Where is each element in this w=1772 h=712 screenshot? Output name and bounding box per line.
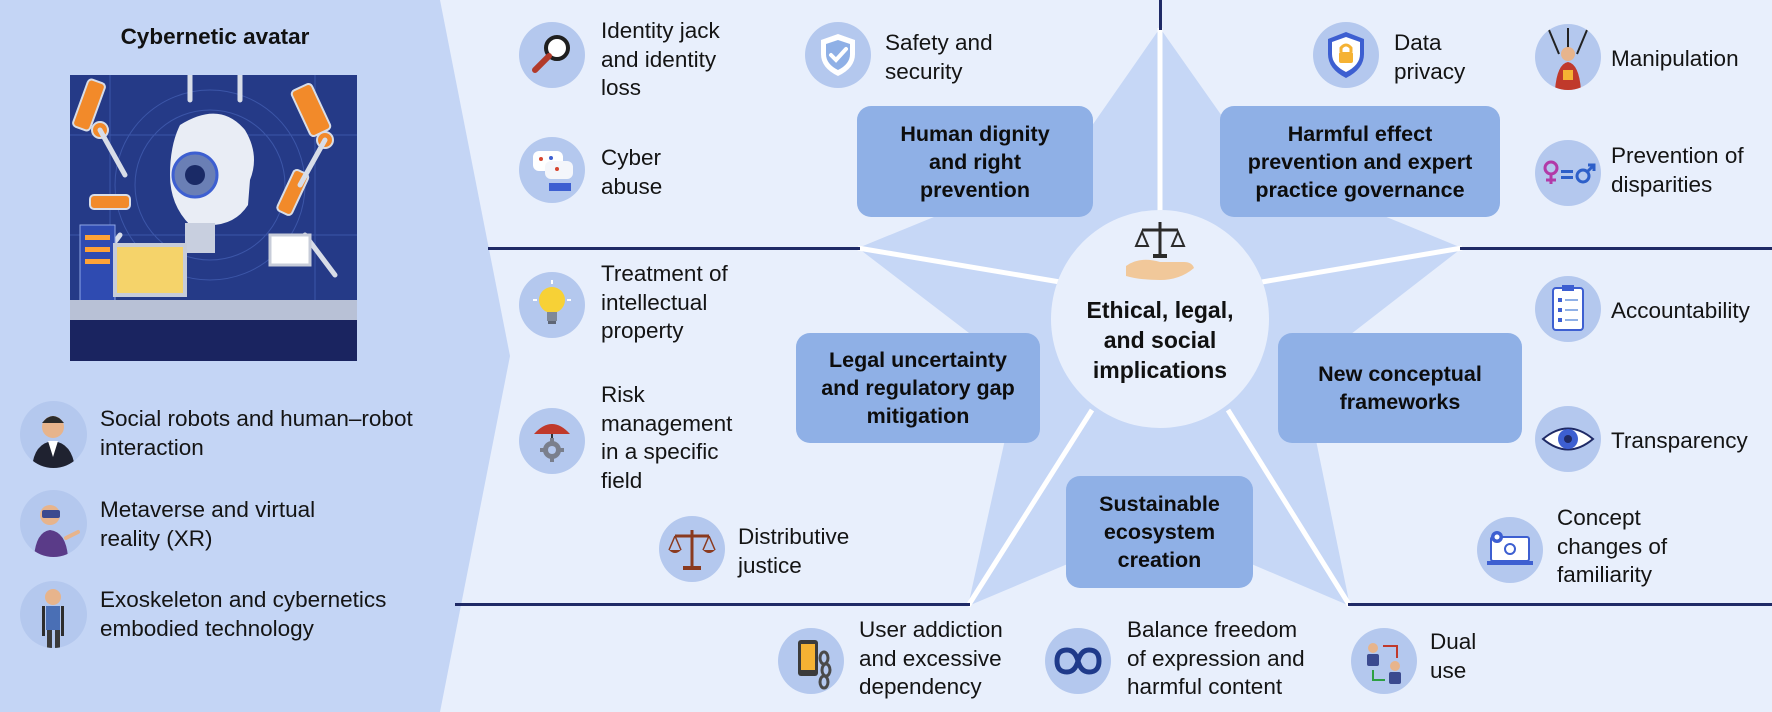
infinity-icon: [1045, 628, 1111, 694]
exoskeleton-person-icon: [20, 581, 87, 648]
item-cyber-abuse: Cyber abuse: [601, 145, 663, 199]
chained-phone-icon: [778, 628, 844, 694]
left-item-exoskeleton: Exoskeleton and cybernetics embodied tec…: [100, 587, 387, 641]
center-label: Ethical, legal, and social implications: [1086, 297, 1234, 383]
vr-headset-person-icon: [20, 490, 87, 557]
magnifier-icon: [519, 22, 585, 88]
item-risk-management: Risk management in a specific field: [601, 382, 733, 493]
item-dual-use: Dual use: [1430, 629, 1477, 683]
balance-scale-icon: [659, 516, 725, 582]
item-identity-jack: Identity jack and identity loss: [601, 18, 720, 100]
bottom-divider-left: [455, 603, 970, 606]
item-data-privacy: Data privacy: [1394, 30, 1466, 84]
item-balance-freedom: Balance freedom of expression and harmfu…: [1127, 617, 1305, 699]
umbrella-gear-icon: [519, 408, 585, 474]
item-user-addiction: User addiction and excessive dependency: [859, 617, 1003, 699]
item-prevention-disparities: Prevention of disparities: [1611, 143, 1744, 197]
category-harmful-effect: Harmful effect prevention and expert pra…: [1220, 106, 1500, 217]
item-concept-changes: Concept changes of familiarity: [1557, 505, 1668, 587]
shield-lock-icon: [1313, 22, 1379, 88]
cybernetic-avatar-illustration: [70, 72, 357, 361]
item-transparency: Transparency: [1611, 428, 1748, 453]
category-new-frameworks: New conceptual frameworks: [1278, 333, 1522, 443]
dual-people-icon: [1351, 628, 1417, 694]
gender-equality-icon: [1535, 140, 1601, 206]
item-intellectual-property: Treatment of intellectual property: [601, 261, 728, 343]
top-divider-vertical: [1159, 0, 1162, 30]
left-mid-divider: [488, 247, 860, 250]
item-accountability: Accountability: [1611, 298, 1750, 323]
puppet-icon: [1535, 24, 1601, 90]
shield-check-icon: [805, 22, 871, 88]
cyber-abuse-icon: [519, 137, 585, 203]
right-mid-divider: [1460, 247, 1772, 250]
left-item-metaverse: Metaverse and virtual reality (XR): [100, 497, 316, 551]
social-robot-person-icon: [20, 401, 87, 468]
item-manipulation: Manipulation: [1611, 46, 1739, 71]
eye-icon: [1535, 406, 1601, 472]
category-legal-uncertainty: Legal uncertainty and regulatory gap mit…: [796, 333, 1040, 443]
left-item-social-robots: Social robots and human–robot interactio…: [100, 406, 413, 460]
left-panel-title: Cybernetic avatar: [120, 24, 310, 49]
left-panel: Cybernetic avatar: [0, 0, 440, 712]
item-safety-security: Safety and security: [885, 30, 993, 84]
item-distributive-justice: Distributive justice: [738, 524, 850, 578]
scales-in-hand-icon: [1120, 218, 1200, 284]
star-separators: [857, 28, 1463, 608]
laptop-gear-icon: [1477, 517, 1543, 583]
bottom-divider-right: [1348, 603, 1772, 606]
category-sustainable: Sustainable ecosystem creation: [1066, 476, 1253, 588]
checklist-icon: [1535, 276, 1601, 342]
category-human-dignity: Human dignity and right prevention: [857, 106, 1093, 217]
lightbulb-icon: [519, 272, 585, 338]
